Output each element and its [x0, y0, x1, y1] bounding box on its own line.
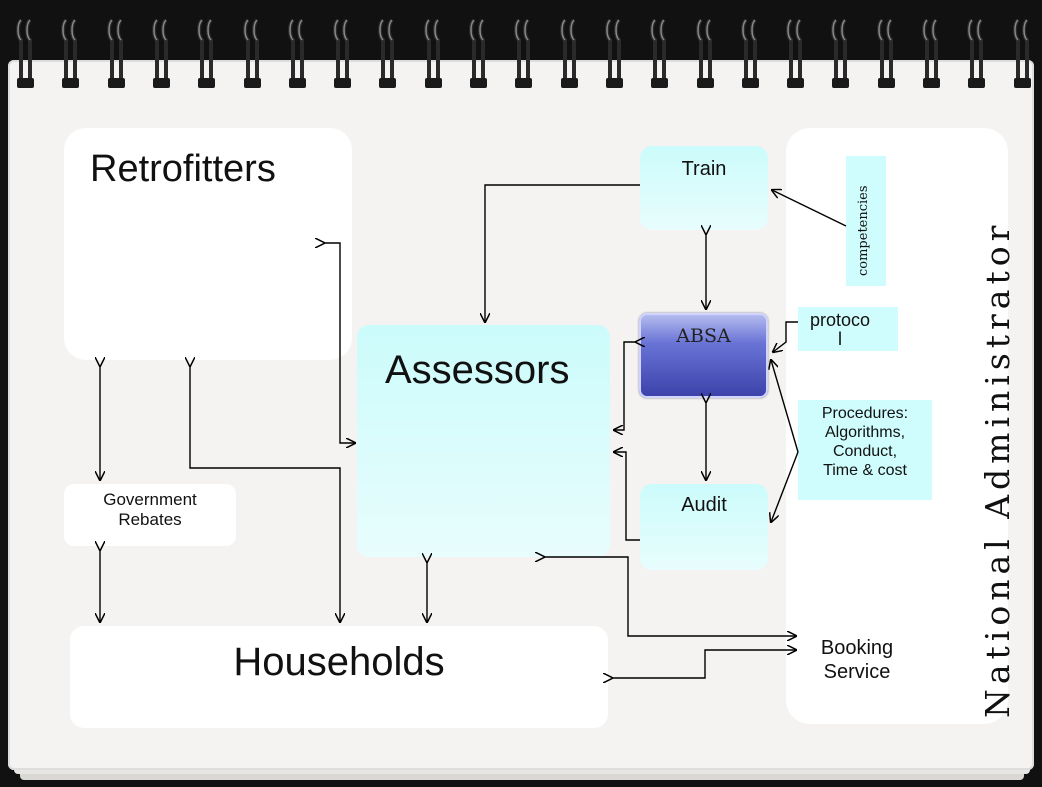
protocol-box — [798, 307, 898, 351]
absa-box — [639, 313, 768, 398]
arrow-protocol-absa — [773, 321, 798, 352]
binding-ring — [604, 18, 629, 88]
binding-ring — [469, 18, 493, 88]
binding-ring — [876, 18, 901, 88]
binding-ring — [197, 18, 221, 88]
arrow-procedures-audit — [771, 451, 799, 522]
arrow-assessors-booking — [544, 557, 796, 636]
binding-ring — [695, 18, 720, 88]
absa-label: ABSA — [676, 325, 731, 347]
paper-edge — [20, 772, 1024, 780]
retrofitters-box — [64, 128, 352, 360]
binding-ring — [922, 18, 946, 88]
binding-ring — [16, 18, 40, 88]
binding-ring — [1012, 18, 1037, 88]
arrow-audit-assessors — [614, 452, 640, 541]
booking-service-box — [800, 628, 914, 710]
binding-ring — [333, 18, 357, 88]
competencies-box — [846, 156, 886, 286]
arrow-competencies-train — [772, 190, 847, 227]
procedures-label: Procedures:Algorithms,Conduct,Time & cos… — [821, 405, 909, 479]
households-label: Households — [233, 640, 445, 684]
binding-ring — [242, 18, 267, 88]
assessors-box — [357, 325, 610, 557]
binding-ring — [514, 18, 538, 88]
households-box — [70, 626, 608, 728]
binding-ring — [786, 18, 810, 88]
arrow-absa-assessors — [614, 342, 636, 430]
binding-ring — [967, 18, 991, 88]
binding-ring — [423, 18, 448, 88]
binding-ring — [650, 18, 674, 88]
arrow-train-assessors — [485, 184, 640, 322]
arrow-procedures-absa — [771, 360, 799, 453]
binding-ring — [106, 18, 131, 88]
binding-ring — [740, 18, 765, 88]
binding-ring — [378, 18, 402, 88]
train-box — [640, 146, 768, 230]
binding-ring — [831, 18, 855, 88]
train-label: Train — [681, 158, 727, 180]
binding-ring — [61, 18, 85, 88]
binding-ring — [559, 18, 584, 88]
procedures-box — [798, 400, 932, 500]
audit-label: Audit — [681, 494, 727, 516]
retrofitters-label: Retrofitters — [90, 148, 276, 190]
assessors-label: Assessors — [385, 348, 570, 392]
binding-ring — [151, 18, 176, 88]
arrow-retrofitters-households — [190, 366, 340, 622]
arrow-households-booking — [612, 650, 796, 678]
binding-ring — [287, 18, 312, 88]
arrow-retrofitters-assessors — [324, 243, 355, 443]
